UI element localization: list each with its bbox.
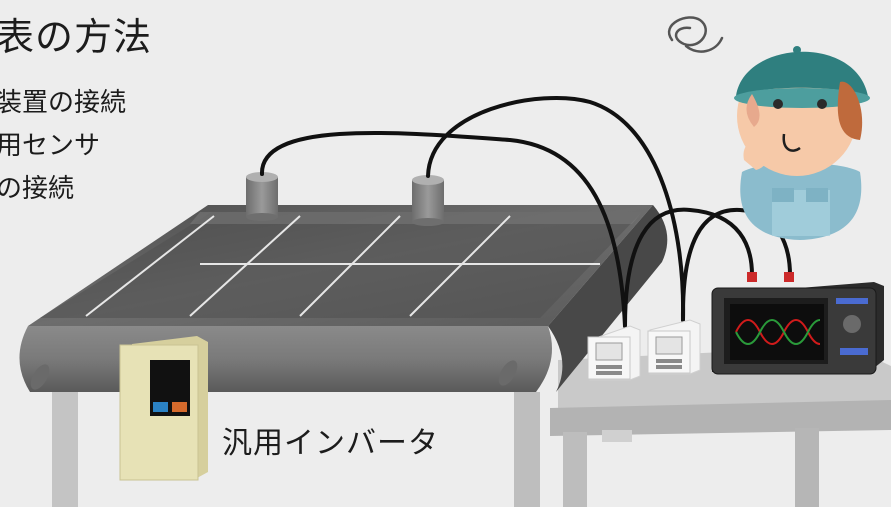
general-purpose-inverter xyxy=(119,336,208,481)
page-title: 表の方法 xyxy=(0,15,153,59)
conveyor-legs xyxy=(52,392,540,507)
confusion-scribble xyxy=(668,16,724,53)
sensor-cylinder-1 xyxy=(246,172,278,221)
worker xyxy=(734,46,870,240)
conveyor-belt xyxy=(19,205,668,392)
cables xyxy=(259,95,792,328)
sensor-unit-2 xyxy=(647,319,701,375)
text-line-2: 用センサ xyxy=(0,131,101,161)
inverter-label: 汎用インバータ xyxy=(222,426,439,461)
power-analyzer xyxy=(711,272,884,375)
sensor-cylinder-2 xyxy=(412,175,444,226)
sensor-unit-1 xyxy=(587,325,641,381)
text-line-1: 装置の接続 xyxy=(0,88,127,118)
text-line-3: の接続 xyxy=(0,174,75,204)
